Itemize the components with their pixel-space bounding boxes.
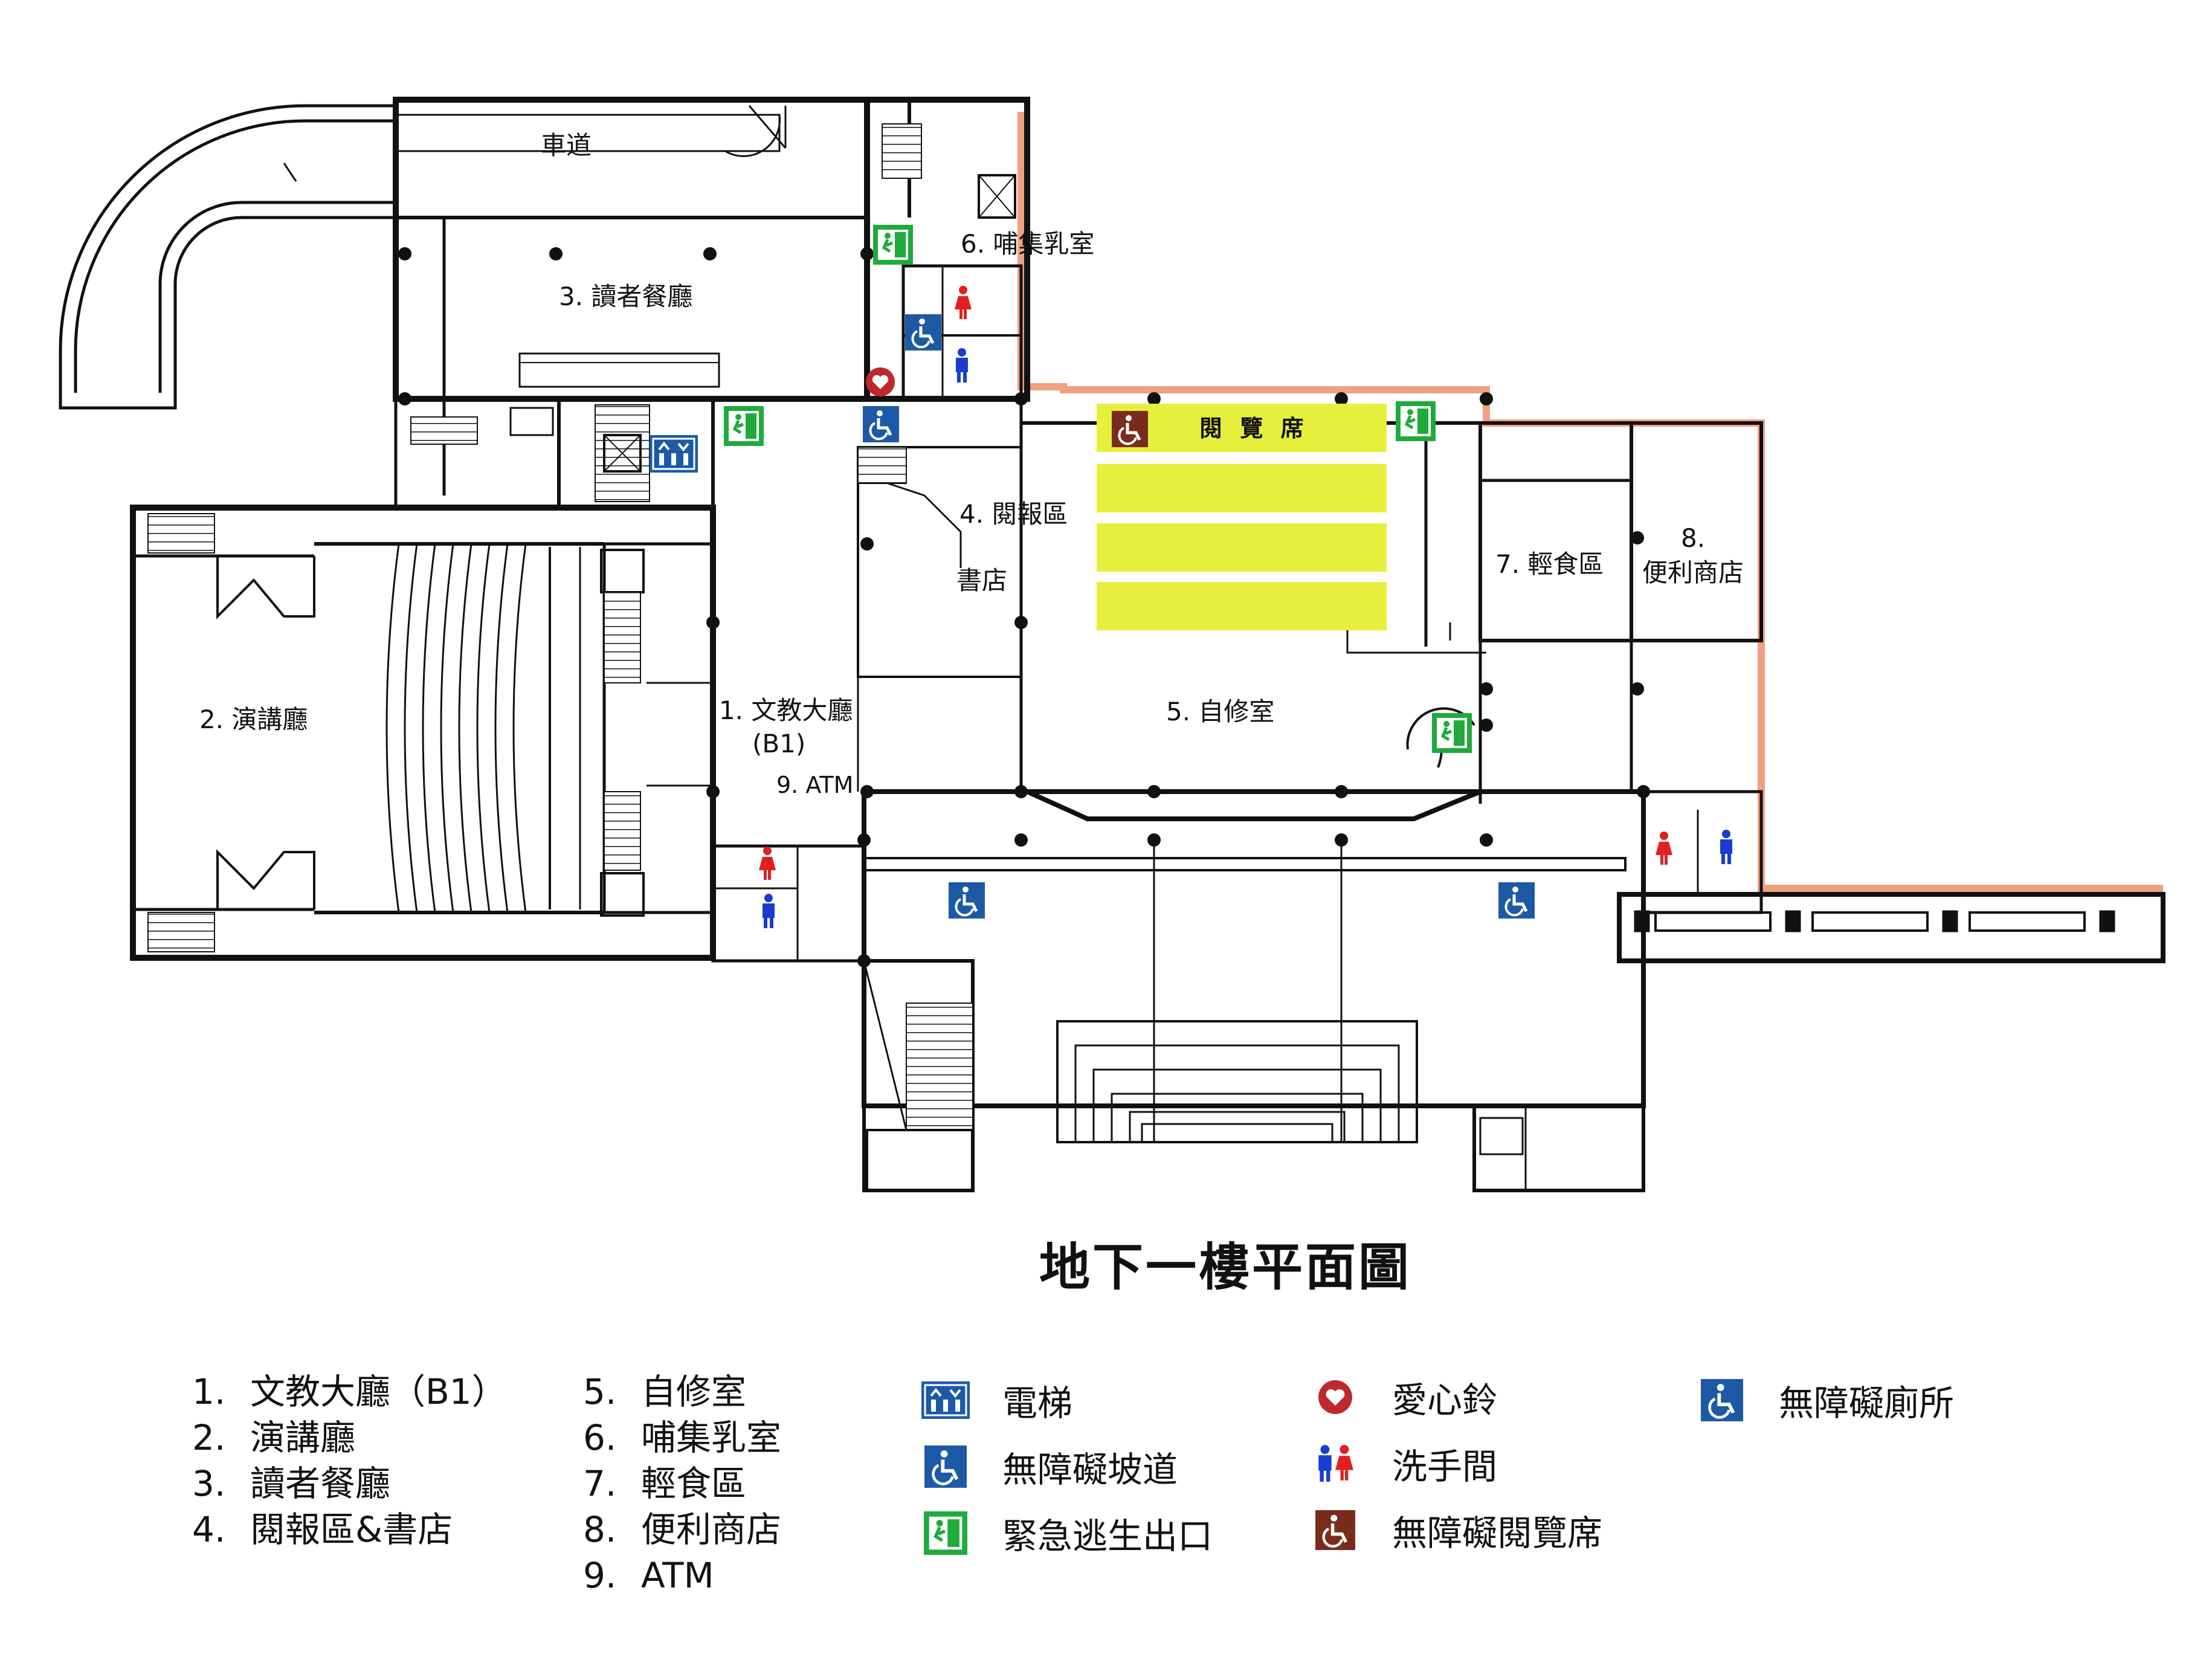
study-room-label: 5. 自修室 — [1166, 697, 1274, 726]
area-list-column-2: 5.自修室 6.哺集乳室 7.輕食區 8.便利商店 9.ATM — [583, 1369, 781, 1598]
area-list-item: 8.便利商店 — [583, 1509, 782, 1550]
walls — [130, 97, 2165, 1192]
driveway-label: 車道 — [541, 131, 592, 160]
area-list-item: 9.ATM — [583, 1555, 714, 1596]
driveway — [59, 104, 396, 410]
structural-columns — [398, 247, 1650, 967]
atm-label: 9. ATM — [776, 772, 853, 798]
legend-restroom: 洗手間 — [1311, 1438, 1497, 1489]
area-list-item: 1.文教大廳（B1） — [192, 1371, 507, 1412]
snack-label: 7. 輕食區 — [1495, 549, 1604, 579]
legend-accessible-ramp: 無障礙坡道 — [921, 1441, 1178, 1492]
area-list-item: 4.閱報區&書店 — [192, 1509, 453, 1550]
store-label: 便利商店 — [1642, 558, 1744, 587]
accessible-toilet-icon — [1698, 1380, 1746, 1421]
auditorium-label: 2. 演講廳 — [199, 705, 308, 734]
lobby-label: 1. 文教大廳 — [719, 696, 853, 725]
newspaper-label: 4. 閱報區 — [959, 499, 1068, 529]
store-number-label: 8. — [1681, 523, 1705, 553]
area-list-item: 2.演講廳 — [192, 1417, 356, 1458]
area-list-column-1: 1.文教大廳（B1） 2.演講廳 3.讀者餐廳 4.閱報區&書店 — [192, 1369, 507, 1552]
area-list-item: 5.自修室 — [583, 1371, 747, 1412]
elevator-icon — [921, 1380, 970, 1421]
bookstore-label: 書店 — [956, 566, 1007, 595]
area-list-item: 6.哺集乳室 — [583, 1417, 782, 1458]
help-bell-icon — [1311, 1377, 1359, 1418]
room-labels: 車道 6. 哺集乳室 3. 讀者餐廳 閱 覽 席 4. 閱報區 書店 7. 輕食… — [199, 131, 1744, 798]
map-title: 地下一樓平面圖 — [1039, 1238, 1412, 1297]
legend-emergency-exit: 緊急逃生出口 — [921, 1508, 1213, 1558]
lactation-label: 6. 哺集乳室 — [961, 229, 1094, 259]
accessible-ramp-icon — [921, 1446, 970, 1487]
dining-label: 3. 讀者餐廳 — [559, 282, 692, 311]
emergency-exit-icon — [921, 1513, 970, 1554]
area-list-item: 3.讀者餐廳 — [192, 1463, 391, 1504]
restroom-icon — [1311, 1443, 1359, 1484]
exterior-boundary — [1017, 112, 2163, 892]
lobby-floor-label: (B1) — [752, 729, 805, 758]
legend-elevator: 電梯 — [921, 1375, 1072, 1426]
legend-accessible-reading-seat: 無障礙閱覽席 — [1311, 1505, 1602, 1555]
area-list-item: 7.輕食區 — [583, 1463, 747, 1504]
legend-help-bell: 愛心鈴 — [1311, 1372, 1497, 1423]
reading-seats-label: 閱 覽 席 — [1199, 415, 1308, 442]
accessible-reading-seat-icon — [1311, 1510, 1359, 1551]
legend-accessible-toilet: 無障礙廁所 — [1698, 1375, 1954, 1426]
